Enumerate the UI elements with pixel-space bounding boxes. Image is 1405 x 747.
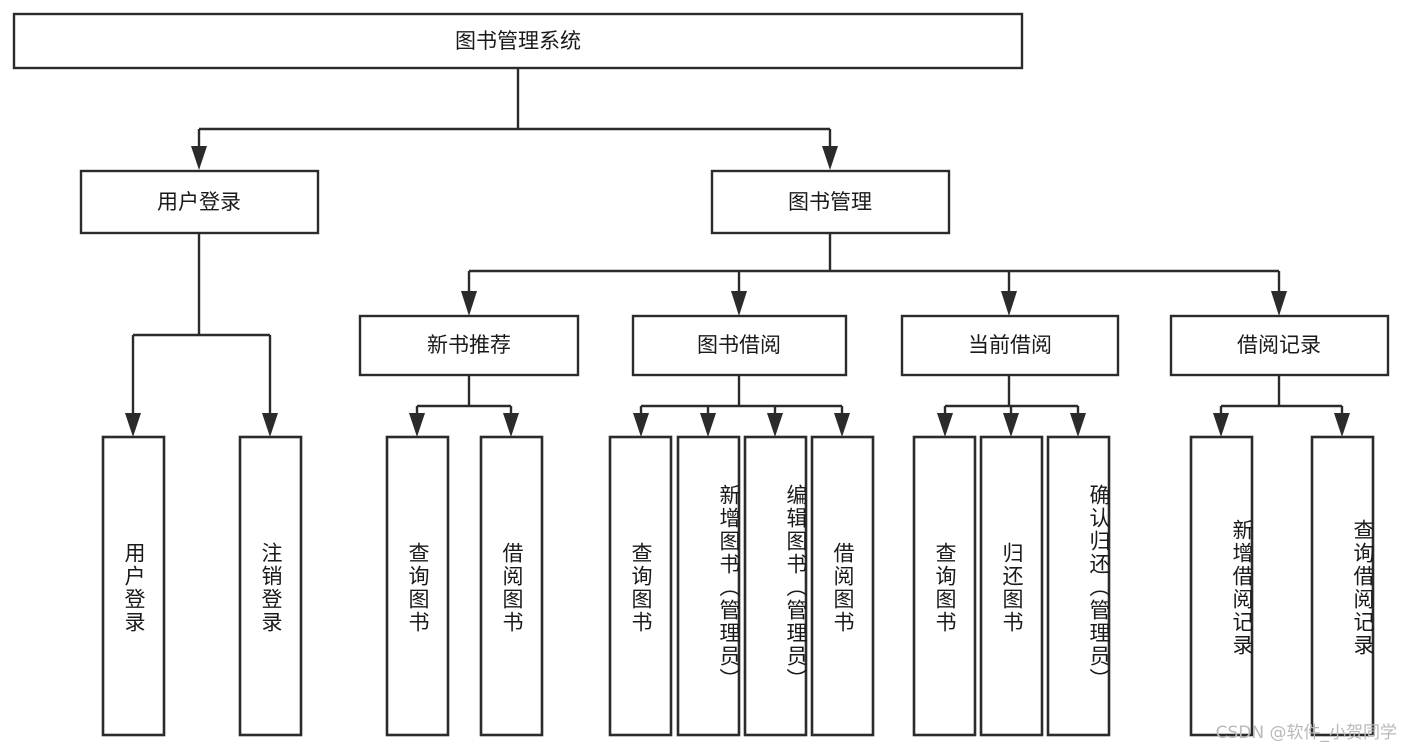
node-label-book-management: 图书管理 bbox=[788, 190, 872, 214]
arrowhead-leaf-book-borrow-1 bbox=[633, 413, 649, 437]
leaf-box-book-borrow-edit[interactable] bbox=[743, 435, 808, 737]
node-label-current-borrow: 当前借阅 bbox=[968, 333, 1052, 357]
arrowhead-leaf-new-book-1 bbox=[409, 413, 425, 437]
arrowhead-current-borrow bbox=[1001, 291, 1017, 316]
leaf-box-current-borrow-query[interactable] bbox=[912, 435, 977, 737]
arrowhead-leaf-current-borrow-3 bbox=[1070, 413, 1086, 437]
node-label-new-book-recommend: 新书推荐 bbox=[427, 333, 511, 357]
arrowhead-leaf-current-borrow-1 bbox=[937, 413, 953, 437]
leaf-box-user-login-login[interactable] bbox=[101, 435, 166, 737]
node-box-book-borrow[interactable] bbox=[631, 314, 848, 377]
arrowhead-borrow-record bbox=[1271, 291, 1287, 316]
arrowhead-user-login bbox=[191, 146, 207, 170]
node-label-user-login: 用户登录 bbox=[157, 190, 241, 214]
arrowhead-leaf-borrow-record-1 bbox=[1213, 413, 1229, 437]
arrowhead-leaf-book-borrow-2 bbox=[700, 413, 716, 437]
leaf-box-book-borrow-add[interactable] bbox=[676, 435, 741, 737]
arrowhead-new-book bbox=[461, 291, 477, 316]
leaf-box-new-book-borrow[interactable] bbox=[479, 435, 544, 737]
arrowhead-book-borrow bbox=[731, 291, 747, 316]
node-box-book-management[interactable] bbox=[710, 169, 951, 235]
leaf-box-borrow-record-add[interactable] bbox=[1189, 435, 1254, 737]
leaf-box-book-borrow-lend[interactable] bbox=[810, 435, 875, 737]
leaf-box-borrow-record-query[interactable] bbox=[1310, 435, 1375, 737]
connector-layer bbox=[125, 68, 1350, 437]
node-box-new-book-recommend[interactable] bbox=[358, 314, 580, 377]
node-layer: 图书管理系统 用户登录 图书管理 新书推荐 图书借阅 当前借阅 借阅记录 bbox=[12, 12, 1390, 737]
arrowhead-leaf-book-borrow-4 bbox=[834, 413, 850, 437]
node-label-book-borrow: 图书借阅 bbox=[697, 333, 781, 357]
arrowhead-book-mgmt bbox=[822, 146, 838, 170]
node-label-root: 图书管理系统 bbox=[455, 29, 581, 53]
node-label-borrow-record: 借阅记录 bbox=[1237, 333, 1321, 357]
leaf-box-new-book-query[interactable] bbox=[385, 435, 450, 737]
leaf-box-book-borrow-query[interactable] bbox=[608, 435, 673, 737]
arrowhead-leaf-book-borrow-3 bbox=[767, 413, 783, 437]
node-box-root[interactable] bbox=[12, 12, 1024, 70]
node-box-user-login[interactable] bbox=[79, 169, 320, 235]
arrowhead-leaf-current-borrow-2 bbox=[1003, 413, 1019, 437]
arrowhead-leaf-new-book-2 bbox=[503, 413, 519, 437]
node-box-borrow-record[interactable] bbox=[1169, 314, 1390, 377]
arrowhead-leaf-borrow-record-2 bbox=[1334, 413, 1350, 437]
leaf-box-current-borrow-confirm[interactable] bbox=[1046, 435, 1111, 737]
arrowhead-leaf-user-login-2 bbox=[262, 413, 278, 437]
arrowhead-leaf-user-login-1 bbox=[125, 413, 141, 437]
node-box-current-borrow[interactable] bbox=[900, 314, 1120, 377]
leaf-box-current-borrow-return[interactable] bbox=[979, 435, 1044, 737]
watermark-text: CSDN @软件_小贺同学 bbox=[1215, 723, 1397, 743]
leaf-box-user-login-logout[interactable] bbox=[238, 435, 303, 737]
